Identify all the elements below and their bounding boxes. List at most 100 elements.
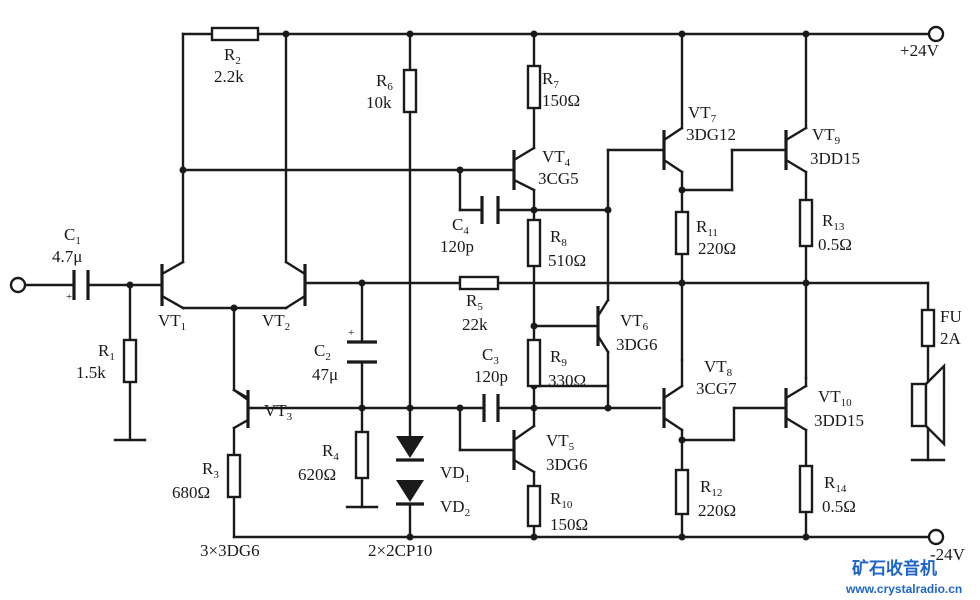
input-terminal[interactable] [9, 276, 27, 294]
svg-text:47μ: 47μ [312, 365, 338, 384]
svg-text:10k: 10k [366, 93, 392, 112]
resistor-r4[interactable] [354, 430, 370, 480]
svg-text:150Ω: 150Ω [542, 91, 580, 110]
svg-text:120p: 120p [440, 237, 474, 256]
resistor-r2[interactable] [210, 26, 260, 42]
transistor-vt2[interactable] [284, 260, 307, 310]
resistors [122, 26, 936, 528]
resistor-r8[interactable] [526, 218, 542, 268]
svg-text:3CG7: 3CG7 [696, 379, 737, 398]
svg-text:C4: C4 [452, 215, 469, 237]
labels: +24V C1 4.7μ R1 1.5k R2 2.2k VT1 VT2 VT3… [52, 41, 966, 564]
svg-text:C3: C3 [482, 345, 499, 367]
svg-text:-24V: -24V [930, 545, 966, 564]
svg-text:3DD15: 3DD15 [810, 149, 860, 168]
resistor-r14[interactable] [798, 464, 814, 514]
svg-text:VD1: VD1 [440, 463, 470, 485]
resistor-r13[interactable] [798, 198, 814, 248]
svg-text:VT7: VT7 [688, 103, 717, 125]
positive-supply-terminal[interactable] [927, 25, 945, 43]
negative-supply-terminal[interactable] [927, 528, 945, 546]
svg-text:150Ω: 150Ω [550, 515, 588, 534]
resistor-r10[interactable] [526, 484, 542, 528]
capacitors: + + [66, 196, 500, 422]
transistor-vt7[interactable] [662, 126, 684, 174]
svg-text:680Ω: 680Ω [172, 483, 210, 502]
svg-text:R1: R1 [98, 341, 115, 363]
resistor-r6[interactable] [402, 68, 418, 114]
svg-text:2×2CP10: 2×2CP10 [368, 541, 432, 560]
svg-text:R14: R14 [824, 473, 847, 495]
speaker-icon[interactable] [910, 363, 946, 447]
svg-text:FU: FU [940, 307, 962, 326]
svg-text:3DG6: 3DG6 [616, 335, 658, 354]
resistor-r12[interactable] [674, 468, 690, 516]
svg-text:www.crystalradio.cn: www.crystalradio.cn [845, 582, 962, 596]
svg-text:120p: 120p [474, 367, 508, 386]
transistor-vt5[interactable] [512, 424, 536, 474]
transistor-vt1[interactable] [160, 260, 185, 310]
svg-text:R5: R5 [466, 291, 483, 313]
diodes [396, 436, 424, 506]
resistor-r5[interactable] [458, 275, 500, 291]
svg-text:VT8: VT8 [704, 357, 733, 379]
resistor-r1[interactable] [122, 338, 138, 384]
svg-text:3DG12: 3DG12 [686, 125, 736, 144]
svg-text:R12: R12 [700, 477, 722, 499]
resistor-r3[interactable] [226, 453, 242, 499]
transistor-vt3[interactable] [232, 388, 250, 430]
diode-vd1[interactable] [396, 436, 424, 462]
resistor-r7[interactable] [526, 64, 542, 110]
svg-text:VT9: VT9 [812, 125, 841, 147]
capacitor-c1[interactable]: + [66, 270, 90, 303]
svg-text:3DD15: 3DD15 [814, 411, 864, 430]
svg-text:R7: R7 [542, 69, 559, 91]
svg-text:R6: R6 [376, 71, 393, 93]
svg-text:VT2: VT2 [262, 311, 290, 333]
svg-text:R2: R2 [224, 45, 241, 67]
svg-text:+: + [66, 291, 72, 303]
svg-text:22k: 22k [462, 315, 488, 334]
svg-text:2A: 2A [940, 329, 962, 348]
svg-text:VT3: VT3 [264, 401, 293, 423]
svg-text:矿石收音机: 矿石收音机 [852, 558, 937, 579]
resistor-r9[interactable] [526, 338, 542, 388]
svg-text:R9: R9 [550, 347, 567, 369]
transistor-vt8[interactable] [662, 358, 684, 432]
fuse-fu[interactable] [920, 308, 936, 348]
transistor-vt10[interactable] [784, 376, 808, 432]
watermark: 矿石收音机 www.crystalradio.cn [845, 558, 962, 596]
svg-text:3CG5: 3CG5 [538, 169, 579, 188]
svg-text:VT10: VT10 [818, 387, 852, 409]
svg-text:C1: C1 [64, 225, 81, 247]
svg-text:VT1: VT1 [158, 311, 186, 333]
svg-text:620Ω: 620Ω [298, 465, 336, 484]
svg-text:VD2: VD2 [440, 497, 470, 519]
svg-text:0.5Ω: 0.5Ω [818, 235, 852, 254]
svg-text:510Ω: 510Ω [548, 251, 586, 270]
transistor-vt4[interactable] [512, 146, 536, 192]
transistor-vt9[interactable] [784, 126, 808, 174]
svg-text:4.7μ: 4.7μ [52, 247, 82, 266]
svg-text:VT4: VT4 [542, 147, 571, 169]
svg-text:VT5: VT5 [546, 431, 575, 453]
svg-text:+: + [348, 327, 354, 339]
wires [24, 32, 946, 539]
diode-vd2[interactable] [396, 480, 424, 506]
svg-text:2.2k: 2.2k [214, 67, 244, 86]
svg-text:R13: R13 [822, 211, 845, 233]
terminals [9, 25, 945, 546]
capacitor-c4[interactable] [480, 196, 500, 224]
svg-text:VT6: VT6 [620, 311, 649, 333]
svg-text:1.5k: 1.5k [76, 363, 106, 382]
svg-text:R8: R8 [550, 227, 567, 249]
svg-text:220Ω: 220Ω [698, 239, 736, 258]
capacitor-c2[interactable]: + [347, 327, 377, 364]
transistor-vt6[interactable] [596, 298, 610, 354]
svg-text:3DG6: 3DG6 [546, 455, 588, 474]
svg-text:3×3DG6: 3×3DG6 [200, 541, 260, 560]
resistor-r11[interactable] [674, 210, 690, 256]
capacitor-c3[interactable] [482, 394, 500, 422]
